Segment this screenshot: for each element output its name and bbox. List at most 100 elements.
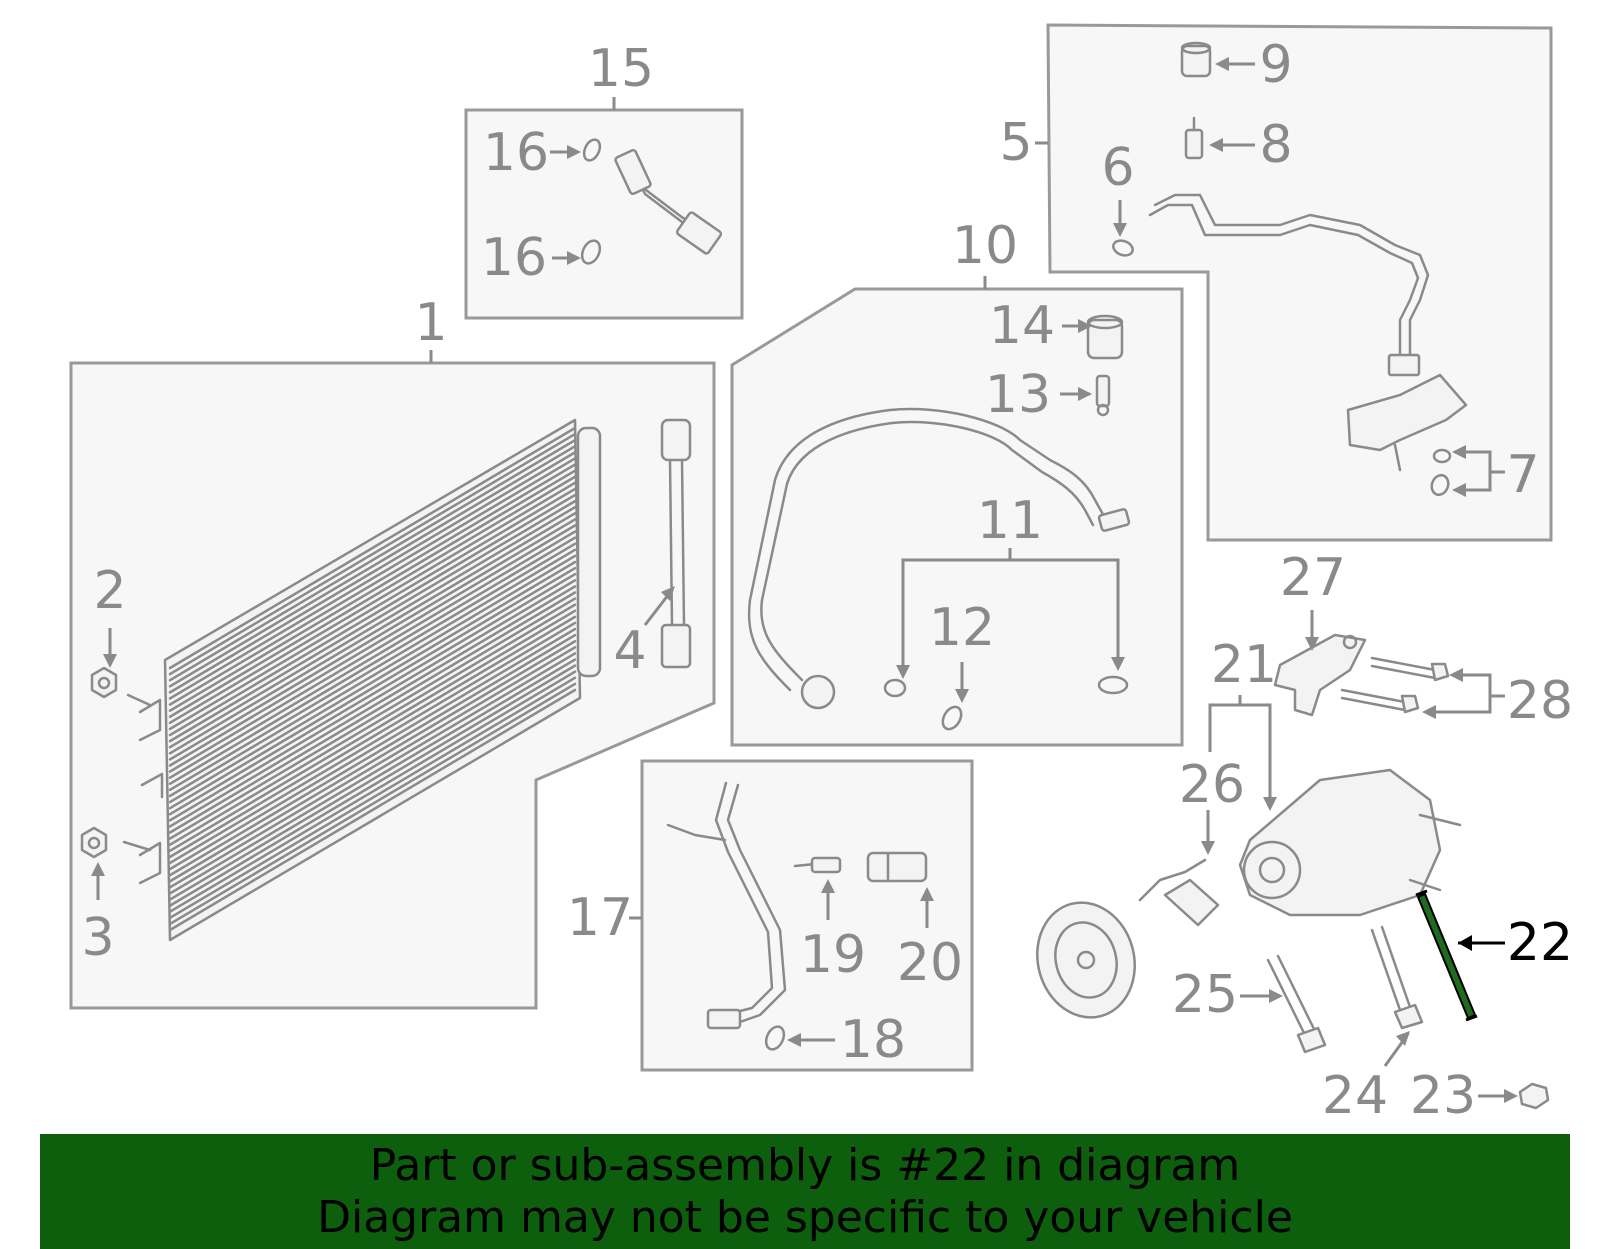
- callout-labels: 1 2 3 4 5 6 7 8 9 10 11 12 13 14 15 16 1…: [81, 35, 1573, 1126]
- line-assembly-group-box-10: [730, 287, 1184, 747]
- condenser-fin: [168, 627, 577, 871]
- bolt-part-28b: [1340, 688, 1420, 714]
- condenser-fin: [168, 670, 577, 913]
- callout-11: 11: [977, 491, 1043, 551]
- condenser-fin: [168, 499, 577, 743]
- o-ring-part-11-right: [1097, 675, 1129, 695]
- condenser-fin: [168, 469, 577, 712]
- condenser-fin: [168, 542, 577, 786]
- condenser-fin: [168, 505, 577, 749]
- nut-part-23: [1518, 1082, 1550, 1110]
- bolt-part-28a: [1370, 656, 1450, 682]
- callout-26: 26: [1179, 755, 1245, 815]
- condenser-fin: [168, 426, 577, 670]
- condenser-fin: [168, 554, 577, 798]
- line-assembly-group-box-17: [640, 759, 974, 1072]
- condenser-fin: [168, 463, 577, 706]
- condenser-fin: [168, 646, 577, 889]
- callout-14: 14: [989, 296, 1055, 356]
- callout-16-lower: 16: [481, 228, 547, 288]
- valve-core-part-8: [1184, 116, 1204, 160]
- condenser-fin: [168, 487, 577, 731]
- hose-part-5: [1148, 193, 1468, 472]
- callout-17: 17: [567, 888, 633, 948]
- arrowheads: [91, 57, 1518, 1103]
- condenser-fin: [168, 524, 577, 767]
- leader-line-22: [1458, 935, 1505, 951]
- callout-10: 10: [952, 216, 1018, 276]
- condenser-fin: [168, 493, 577, 737]
- condenser-fin: [168, 633, 577, 877]
- condenser-fin: [168, 518, 577, 761]
- callout-19: 19: [800, 925, 866, 985]
- callout-6: 6: [1101, 138, 1134, 198]
- o-ring-part-12: [941, 705, 963, 731]
- condenser-fin: [168, 451, 577, 694]
- banner-line-part-number: Part or sub-assembly is #22 in diagram: [369, 1140, 1241, 1191]
- bolt-part-25: [1266, 954, 1327, 1054]
- condenser-fin: [168, 664, 577, 907]
- compressor-part-21: [1238, 768, 1462, 917]
- condenser-fin: [168, 585, 577, 828]
- o-ring-part-18: [764, 1025, 786, 1051]
- condenser-fin: [168, 597, 577, 840]
- condenser-fin: [168, 548, 577, 792]
- o-ring-part-16b: [580, 239, 602, 265]
- condenser-fin: [168, 591, 577, 834]
- callout-27: 27: [1280, 548, 1346, 608]
- condenser-fin: [168, 652, 577, 895]
- condenser-fin: [168, 609, 577, 853]
- callout-3: 3: [81, 908, 114, 968]
- condenser-part: [138, 418, 602, 942]
- condenser-fin: [168, 566, 577, 810]
- callout-7: 7: [1506, 445, 1539, 505]
- cap-part-14: [1086, 314, 1124, 360]
- valve-part-19: [793, 856, 842, 874]
- stud-part-22-highlighted: [1415, 889, 1478, 1022]
- callout-23: 23: [1410, 1066, 1476, 1126]
- clutch-pulley-part-26: [1036, 858, 1220, 1019]
- banner-line-disclaimer: Diagram may not be specific to your vehi…: [317, 1192, 1293, 1243]
- callout-13: 13: [985, 365, 1051, 425]
- condenser-fin: [168, 530, 577, 773]
- callout-20: 20: [897, 933, 963, 993]
- callout-22: 22: [1507, 913, 1573, 973]
- valve-core-part-13: [1095, 374, 1111, 417]
- callout-5: 5: [999, 113, 1032, 173]
- o-ring-part-7b: [1430, 473, 1450, 497]
- condenser-fin: [168, 621, 577, 865]
- o-ring-part-6: [1112, 239, 1134, 257]
- line-part-17: [666, 781, 787, 1030]
- condenser-fin: [168, 475, 577, 718]
- switch-part-20: [866, 851, 928, 883]
- condenser-fin: [168, 457, 577, 700]
- callout-4: 4: [613, 621, 646, 681]
- nut-part-2: [90, 666, 152, 707]
- callout-25: 25: [1172, 965, 1238, 1025]
- callout-15: 15: [588, 39, 654, 99]
- condenser-fin: [168, 445, 577, 688]
- callout-18: 18: [840, 1010, 906, 1070]
- nut-part-3: [80, 826, 152, 859]
- bolt-part-24: [1370, 925, 1424, 1030]
- o-ring-part-7a: [1432, 448, 1452, 464]
- o-ring-part-11-left: [883, 678, 907, 698]
- condenser-fin: [168, 676, 577, 920]
- line-part-10: [747, 407, 1131, 710]
- callout-1: 1: [414, 293, 447, 353]
- condenser-fin: [168, 536, 577, 779]
- bracket-part-27: [1273, 633, 1367, 717]
- callout-2: 2: [93, 561, 126, 621]
- receiver-drier-part: [660, 418, 692, 669]
- condenser-fin: [168, 432, 577, 676]
- callout-8: 8: [1259, 115, 1292, 175]
- condenser-fin: [168, 438, 577, 682]
- condenser-fin: [168, 658, 577, 901]
- callout-24: 24: [1322, 1066, 1388, 1126]
- cap-part-9: [1180, 41, 1212, 78]
- callout-16-upper: 16: [483, 123, 549, 183]
- callout-12: 12: [929, 598, 995, 658]
- condenser-fin: [168, 560, 577, 804]
- callout-9: 9: [1259, 35, 1292, 95]
- line-part-15: [614, 148, 723, 255]
